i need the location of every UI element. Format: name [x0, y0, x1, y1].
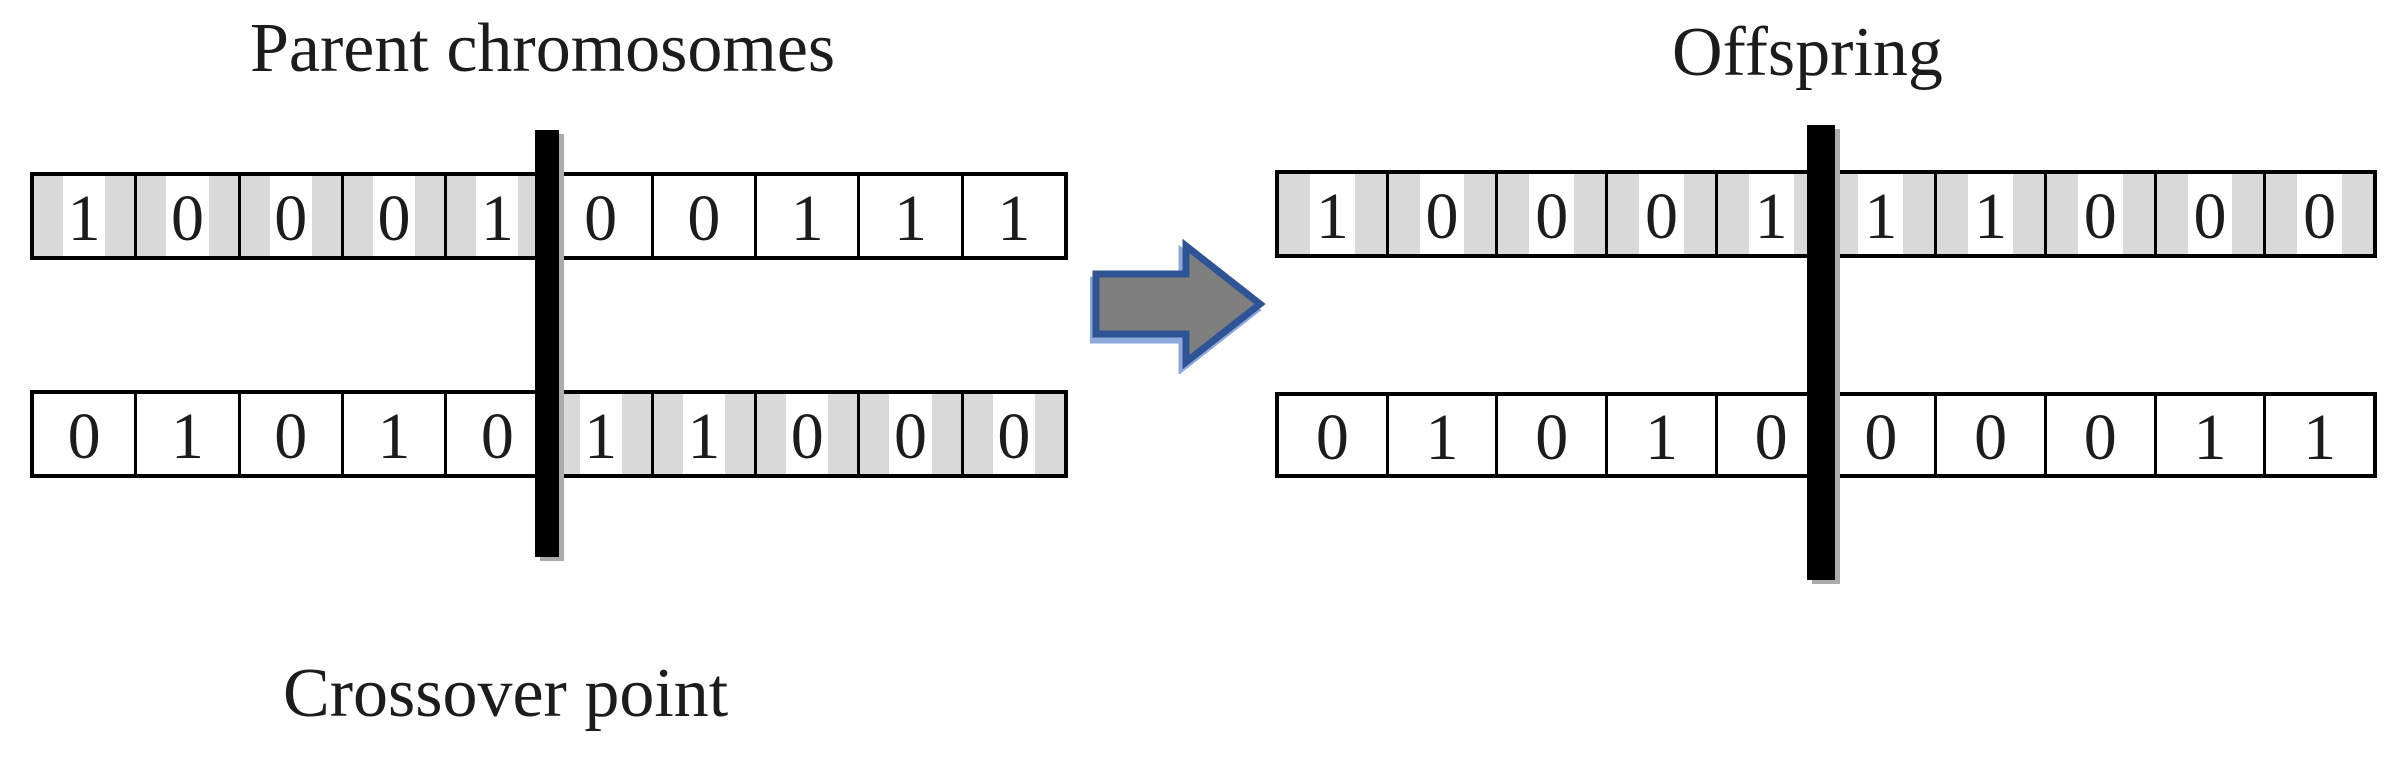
gene-value: 0: [889, 394, 932, 474]
gene-cell: 0: [860, 394, 964, 474]
gene-cell: 0: [137, 176, 241, 256]
gene-value: 1: [377, 400, 411, 473]
gene-cell: 0: [757, 394, 861, 474]
gene-value: 1: [1968, 174, 2013, 254]
gene-cell: 1: [1937, 174, 2047, 254]
gene-value: 1: [170, 400, 204, 473]
gene-cell: 1: [1827, 174, 1938, 254]
gene-value: 0: [1864, 401, 1898, 474]
parent-chromosomes-title: Parent chromosomes: [250, 10, 836, 87]
gene-cell: 0: [34, 394, 138, 474]
gene-value: 1: [682, 394, 725, 474]
gene-value: 0: [67, 400, 101, 473]
gene-cell: 1: [2156, 396, 2267, 474]
gene-cell: 1: [137, 394, 241, 474]
gene-value: 1: [2193, 401, 2227, 474]
gene-cell: 1: [860, 176, 964, 256]
gene-cell: 1: [653, 394, 758, 474]
gene-cell: 0: [1388, 174, 1499, 254]
gene-value: 1: [1425, 401, 1459, 474]
gene-cell: 0: [1717, 396, 1828, 474]
gene-cell: 0: [2266, 174, 2374, 254]
gene-value: 0: [786, 394, 829, 474]
gene-cell: 0: [1608, 174, 1718, 254]
gene-cell: 0: [963, 394, 1064, 474]
gene-value: 1: [579, 394, 622, 474]
gene-value: 0: [584, 182, 618, 255]
gene-value: 0: [1754, 401, 1788, 474]
gene-value: 1: [1748, 174, 1794, 254]
gene-cell: 0: [653, 176, 758, 256]
gene-cell: 0: [1937, 396, 2047, 474]
crossover-point-bar-left: [535, 130, 559, 557]
gene-cell: 1: [34, 176, 138, 256]
gene-value: 1: [1858, 174, 1904, 254]
gene-cell: 0: [2156, 174, 2267, 254]
gene-cell: 1: [1608, 396, 1718, 474]
gene-value: 0: [274, 400, 308, 473]
gene-value: 0: [1639, 174, 1684, 254]
gene-cell: 1: [757, 176, 861, 256]
gene-value: 0: [1419, 174, 1465, 254]
gene-cell: 1: [343, 394, 448, 474]
gene-value: 0: [1974, 401, 2008, 474]
gene-value: 1: [1644, 401, 1678, 474]
gene-cell: 0: [2046, 174, 2157, 254]
gene-value: 0: [1315, 401, 1349, 474]
gene-cell: 0: [1827, 396, 1938, 474]
gene-cell: 1: [2266, 396, 2374, 474]
gene-cell: 1: [1279, 174, 1389, 254]
gene-value: 0: [2077, 174, 2123, 254]
gene-value: 0: [480, 400, 514, 473]
crossover-point-bar-right: [1807, 125, 1835, 580]
gene-value: 1: [790, 182, 824, 255]
gene-value: 0: [1535, 401, 1569, 474]
offspring-title: Offspring: [1672, 14, 1943, 91]
gene-cell: 1: [550, 394, 654, 474]
gene-value: 1: [63, 176, 106, 256]
gene-value: 1: [2303, 401, 2337, 474]
gene-cell: 0: [343, 176, 448, 256]
gene-cell: 0: [1279, 396, 1389, 474]
gene-cell: 0: [240, 394, 344, 474]
gene-cell: 0: [550, 176, 654, 256]
gene-value: 0: [166, 176, 209, 256]
offspring-chromosome-2-row: 0 1 0 1 0 0 0 0 1 1: [1275, 392, 2377, 478]
gene-cell: 1: [963, 176, 1064, 256]
gene-value: 1: [476, 176, 519, 256]
gene-value: 0: [1529, 174, 1575, 254]
gene-cell: 0: [2046, 396, 2157, 474]
gene-value: 0: [2297, 174, 2343, 254]
gene-cell: 0: [1498, 174, 1609, 254]
crossover-point-label: Crossover point: [283, 655, 729, 732]
gene-value: 0: [687, 182, 721, 255]
gene-value: 0: [2187, 174, 2233, 254]
gene-cell: 0: [1498, 396, 1609, 474]
gene-value: 0: [992, 394, 1035, 474]
gene-value: 0: [269, 176, 312, 256]
gene-value: 1: [997, 182, 1031, 255]
gene-value: 1: [1309, 174, 1355, 254]
gene-cell: 1: [1388, 396, 1499, 474]
right-arrow-icon: [1090, 238, 1266, 374]
gene-cell: 0: [240, 176, 344, 256]
gene-value: 0: [2083, 401, 2117, 474]
gene-value: 0: [372, 176, 416, 256]
gene-value: 1: [894, 182, 928, 255]
